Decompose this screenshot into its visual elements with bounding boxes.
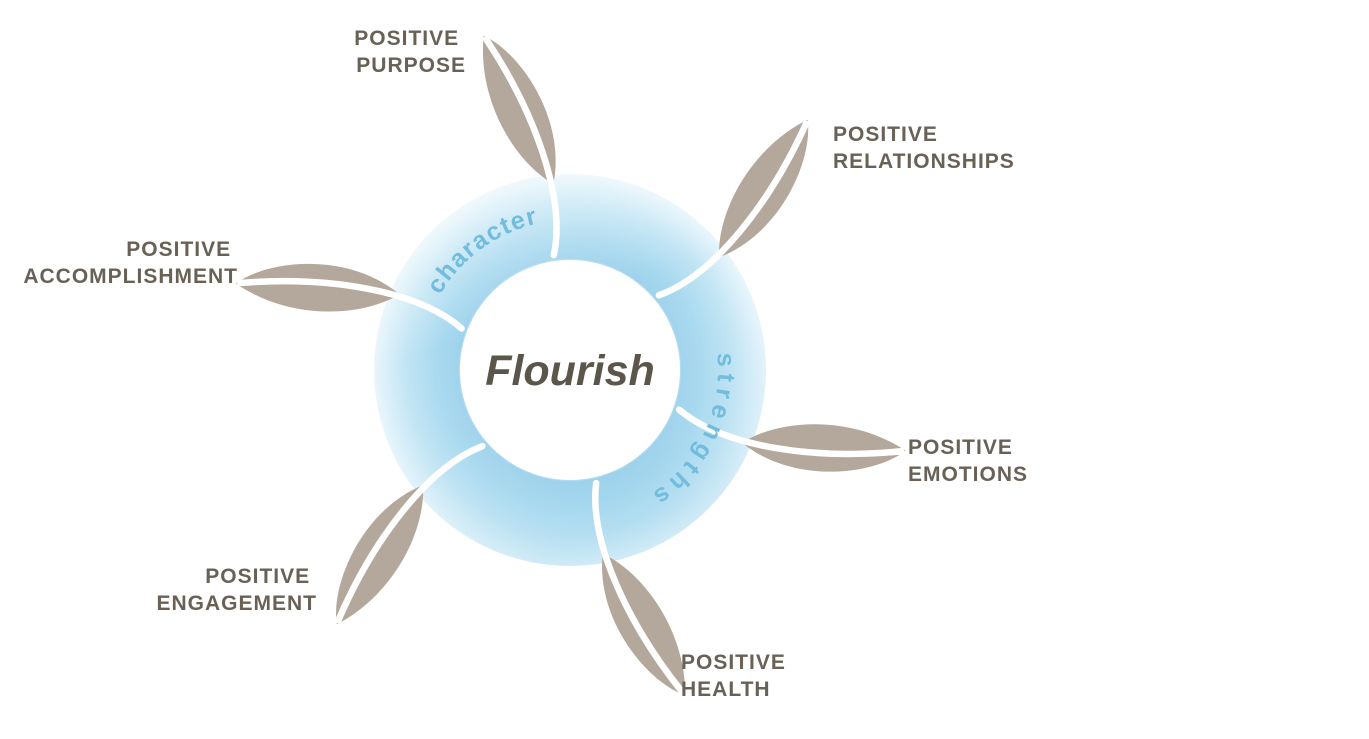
leaf-relationships xyxy=(655,119,810,299)
label-positive-purpose: POSITIVE PURPOSE xyxy=(354,27,466,77)
leaf-blade-icon xyxy=(718,119,809,258)
leaf-stem-icon xyxy=(592,479,686,696)
label-line: POSITIVE xyxy=(205,565,310,588)
label-line: PURPOSE xyxy=(356,54,466,77)
label-positive-emotions: POSITIVE EMOTIONS xyxy=(908,436,1028,486)
leaf-stem-icon xyxy=(335,442,486,624)
label-line: POSITIVE xyxy=(908,436,1013,459)
label-line: POSITIVE xyxy=(833,123,938,146)
label-line: POSITIVE xyxy=(681,651,786,674)
leaf-stem-icon xyxy=(483,36,560,259)
leaf-accomplishment xyxy=(235,263,465,332)
leaf-stem-icon xyxy=(675,406,905,458)
center-title: Flourish xyxy=(485,347,655,395)
leaf-blade-icon xyxy=(741,424,906,472)
label-line: RELATIONSHIPS xyxy=(833,150,1015,173)
leaf-blade-icon xyxy=(235,263,400,312)
label-positive-health: POSITIVE HEALTH xyxy=(681,651,793,701)
leaf-stem-icon xyxy=(237,277,465,332)
leaf-health xyxy=(592,479,686,696)
label-line: POSITIVE xyxy=(126,238,231,261)
leaf-stem-icon xyxy=(655,120,810,299)
ring-inner-circle xyxy=(460,260,680,480)
label-positive-engagement: POSITIVE ENGAGEMENT xyxy=(156,565,317,615)
label-positive-relationships: POSITIVE RELATIONSHIPS xyxy=(833,123,1015,173)
label-line: ACCOMPLISHMENT xyxy=(23,265,238,288)
leaf-blade-icon xyxy=(336,485,424,625)
leaf-emotions xyxy=(675,406,906,472)
label-line: POSITIVE xyxy=(354,27,459,50)
leaf-purpose xyxy=(482,35,560,259)
label-line: ENGAGEMENT xyxy=(156,592,317,615)
leaf-engagement xyxy=(335,442,486,625)
label-positive-accomplishment: POSITIVE ACCOMPLISHMENT xyxy=(23,238,238,288)
leaf-blade-icon xyxy=(602,553,686,696)
label-line: EMOTIONS xyxy=(908,463,1028,486)
label-line: HEALTH xyxy=(681,678,771,701)
